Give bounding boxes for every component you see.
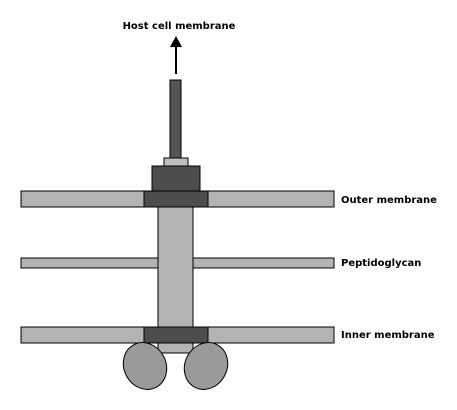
cytoplasmic-lobe-left bbox=[122, 342, 168, 390]
inner-membrane-ring bbox=[143, 326, 209, 344]
direction-arrow-head bbox=[170, 36, 182, 47]
needle-rod bbox=[169, 79, 182, 161]
outer-membrane-ring bbox=[143, 190, 209, 208]
needle-cap bbox=[163, 157, 189, 167]
outer-membrane-label: Outer membrane bbox=[341, 195, 437, 206]
inner-membrane-label: Inner membrane bbox=[341, 330, 435, 341]
upper-complex bbox=[151, 165, 201, 193]
cytoplasmic-lobe-right bbox=[183, 342, 229, 390]
host-cell-membrane-label: Host cell membrane bbox=[123, 21, 236, 32]
peptidoglycan-label: Peptidoglycan bbox=[341, 258, 421, 269]
